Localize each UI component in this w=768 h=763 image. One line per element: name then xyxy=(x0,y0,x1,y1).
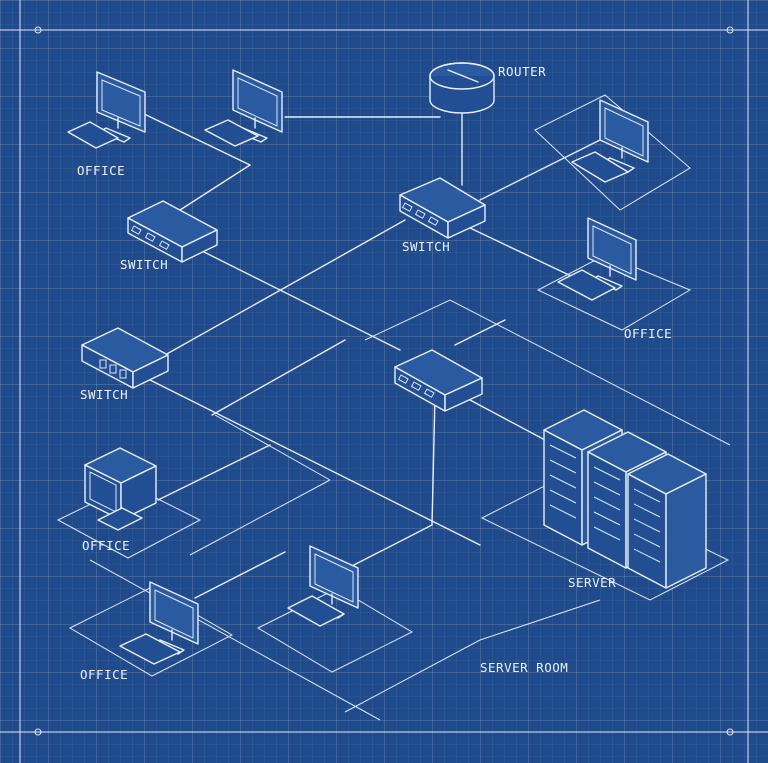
computer-icon xyxy=(119,581,199,665)
office-right-label: OFFICE xyxy=(624,326,672,341)
computer-icon xyxy=(84,447,157,531)
switch-icon xyxy=(399,177,486,239)
switch-top-label: SWITCH xyxy=(402,239,450,254)
office-top-left-label: OFFICE xyxy=(77,163,125,178)
switch-icon xyxy=(394,349,483,412)
server-rack-icon xyxy=(627,453,707,589)
server-room-label: SERVER ROOM xyxy=(480,660,568,675)
server-label: SERVER xyxy=(568,575,616,590)
network-cables xyxy=(139,109,601,599)
office-bottom-left-label: OFFICE xyxy=(80,667,128,682)
computer-icon xyxy=(204,69,283,147)
computer-icon xyxy=(571,99,649,183)
switch-mid-left-label: SWITCH xyxy=(80,387,128,402)
computer-icon xyxy=(557,217,637,301)
switch-icon xyxy=(81,327,169,389)
switch-icon xyxy=(127,200,218,263)
router-label: ROUTER xyxy=(498,64,546,79)
office-left-label: OFFICE xyxy=(82,538,130,553)
computer-icon xyxy=(287,545,359,627)
switch-left-label: SWITCH xyxy=(120,257,168,272)
computer-icon xyxy=(67,71,146,149)
router-icon xyxy=(429,62,495,114)
